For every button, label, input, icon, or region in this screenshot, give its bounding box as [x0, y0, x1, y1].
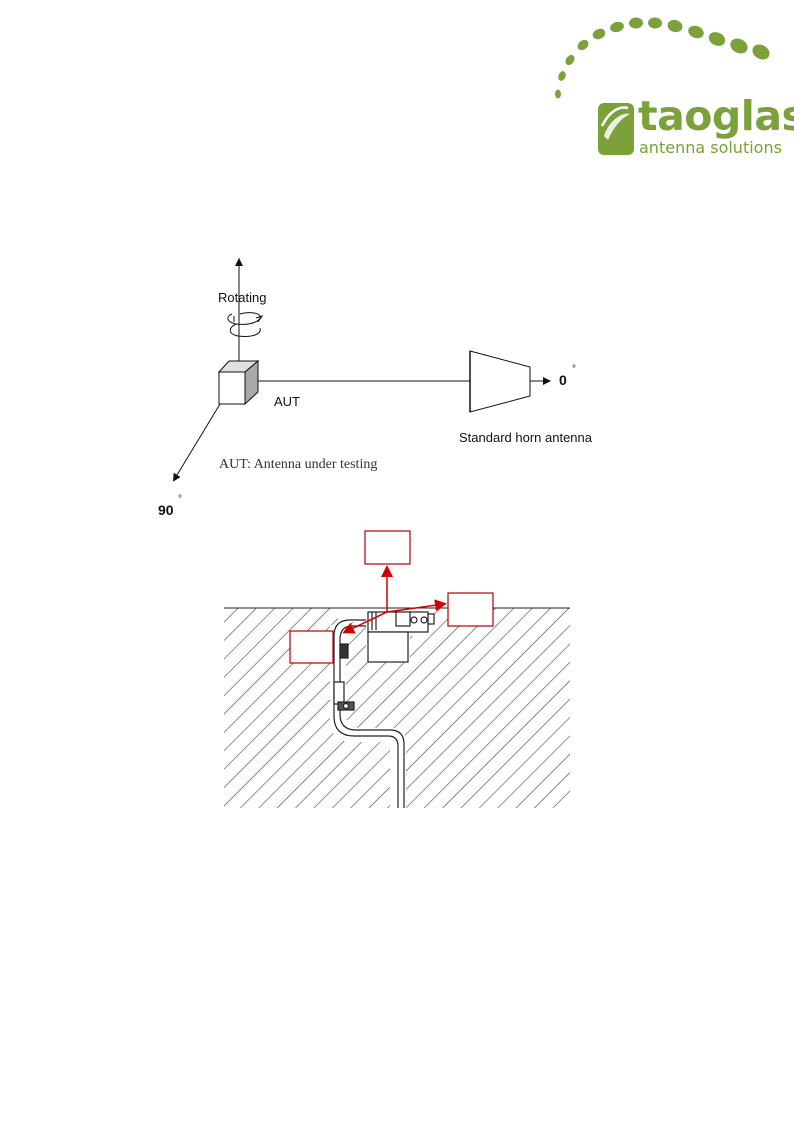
horn-antenna-label: Standard horn antenna [459, 430, 593, 445]
aut-cube-icon [217, 359, 260, 406]
callout-box-right [447, 592, 494, 627]
logo-tagline: antenna solutions [639, 138, 782, 157]
logo-cube-icon [598, 103, 634, 155]
measurement-setup-diagram: Rotating AUT 0 ° Standard horn antenna 9… [158, 258, 593, 518]
aut-label: AUT [274, 394, 300, 409]
rotation-axis-arrow-icon [235, 258, 243, 266]
device-housing-icon [367, 611, 435, 663]
logo-wordmark: taoglas [638, 92, 794, 140]
logo-dot-arc-icon [555, 17, 770, 155]
zero-degree-label: 0 [559, 372, 567, 388]
mounting-cross-section-diagram [224, 530, 570, 808]
ninety-degree-arrow [172, 403, 221, 482]
callout-box-left [289, 630, 334, 664]
callout-arrows [342, 565, 447, 634]
rotating-label: Rotating [218, 290, 266, 305]
zero-degree-symbol: ° [572, 364, 576, 375]
rotation-spiral-icon [227, 312, 264, 337]
ninety-degree-label: 90 [158, 502, 174, 518]
taoglas-logo [550, 10, 794, 170]
aut-caption: AUT: Antenna under testing [219, 457, 377, 472]
ninety-degree-symbol: ° [178, 494, 182, 505]
callout-box-top [364, 530, 411, 565]
horn-antenna-icon [469, 350, 531, 413]
